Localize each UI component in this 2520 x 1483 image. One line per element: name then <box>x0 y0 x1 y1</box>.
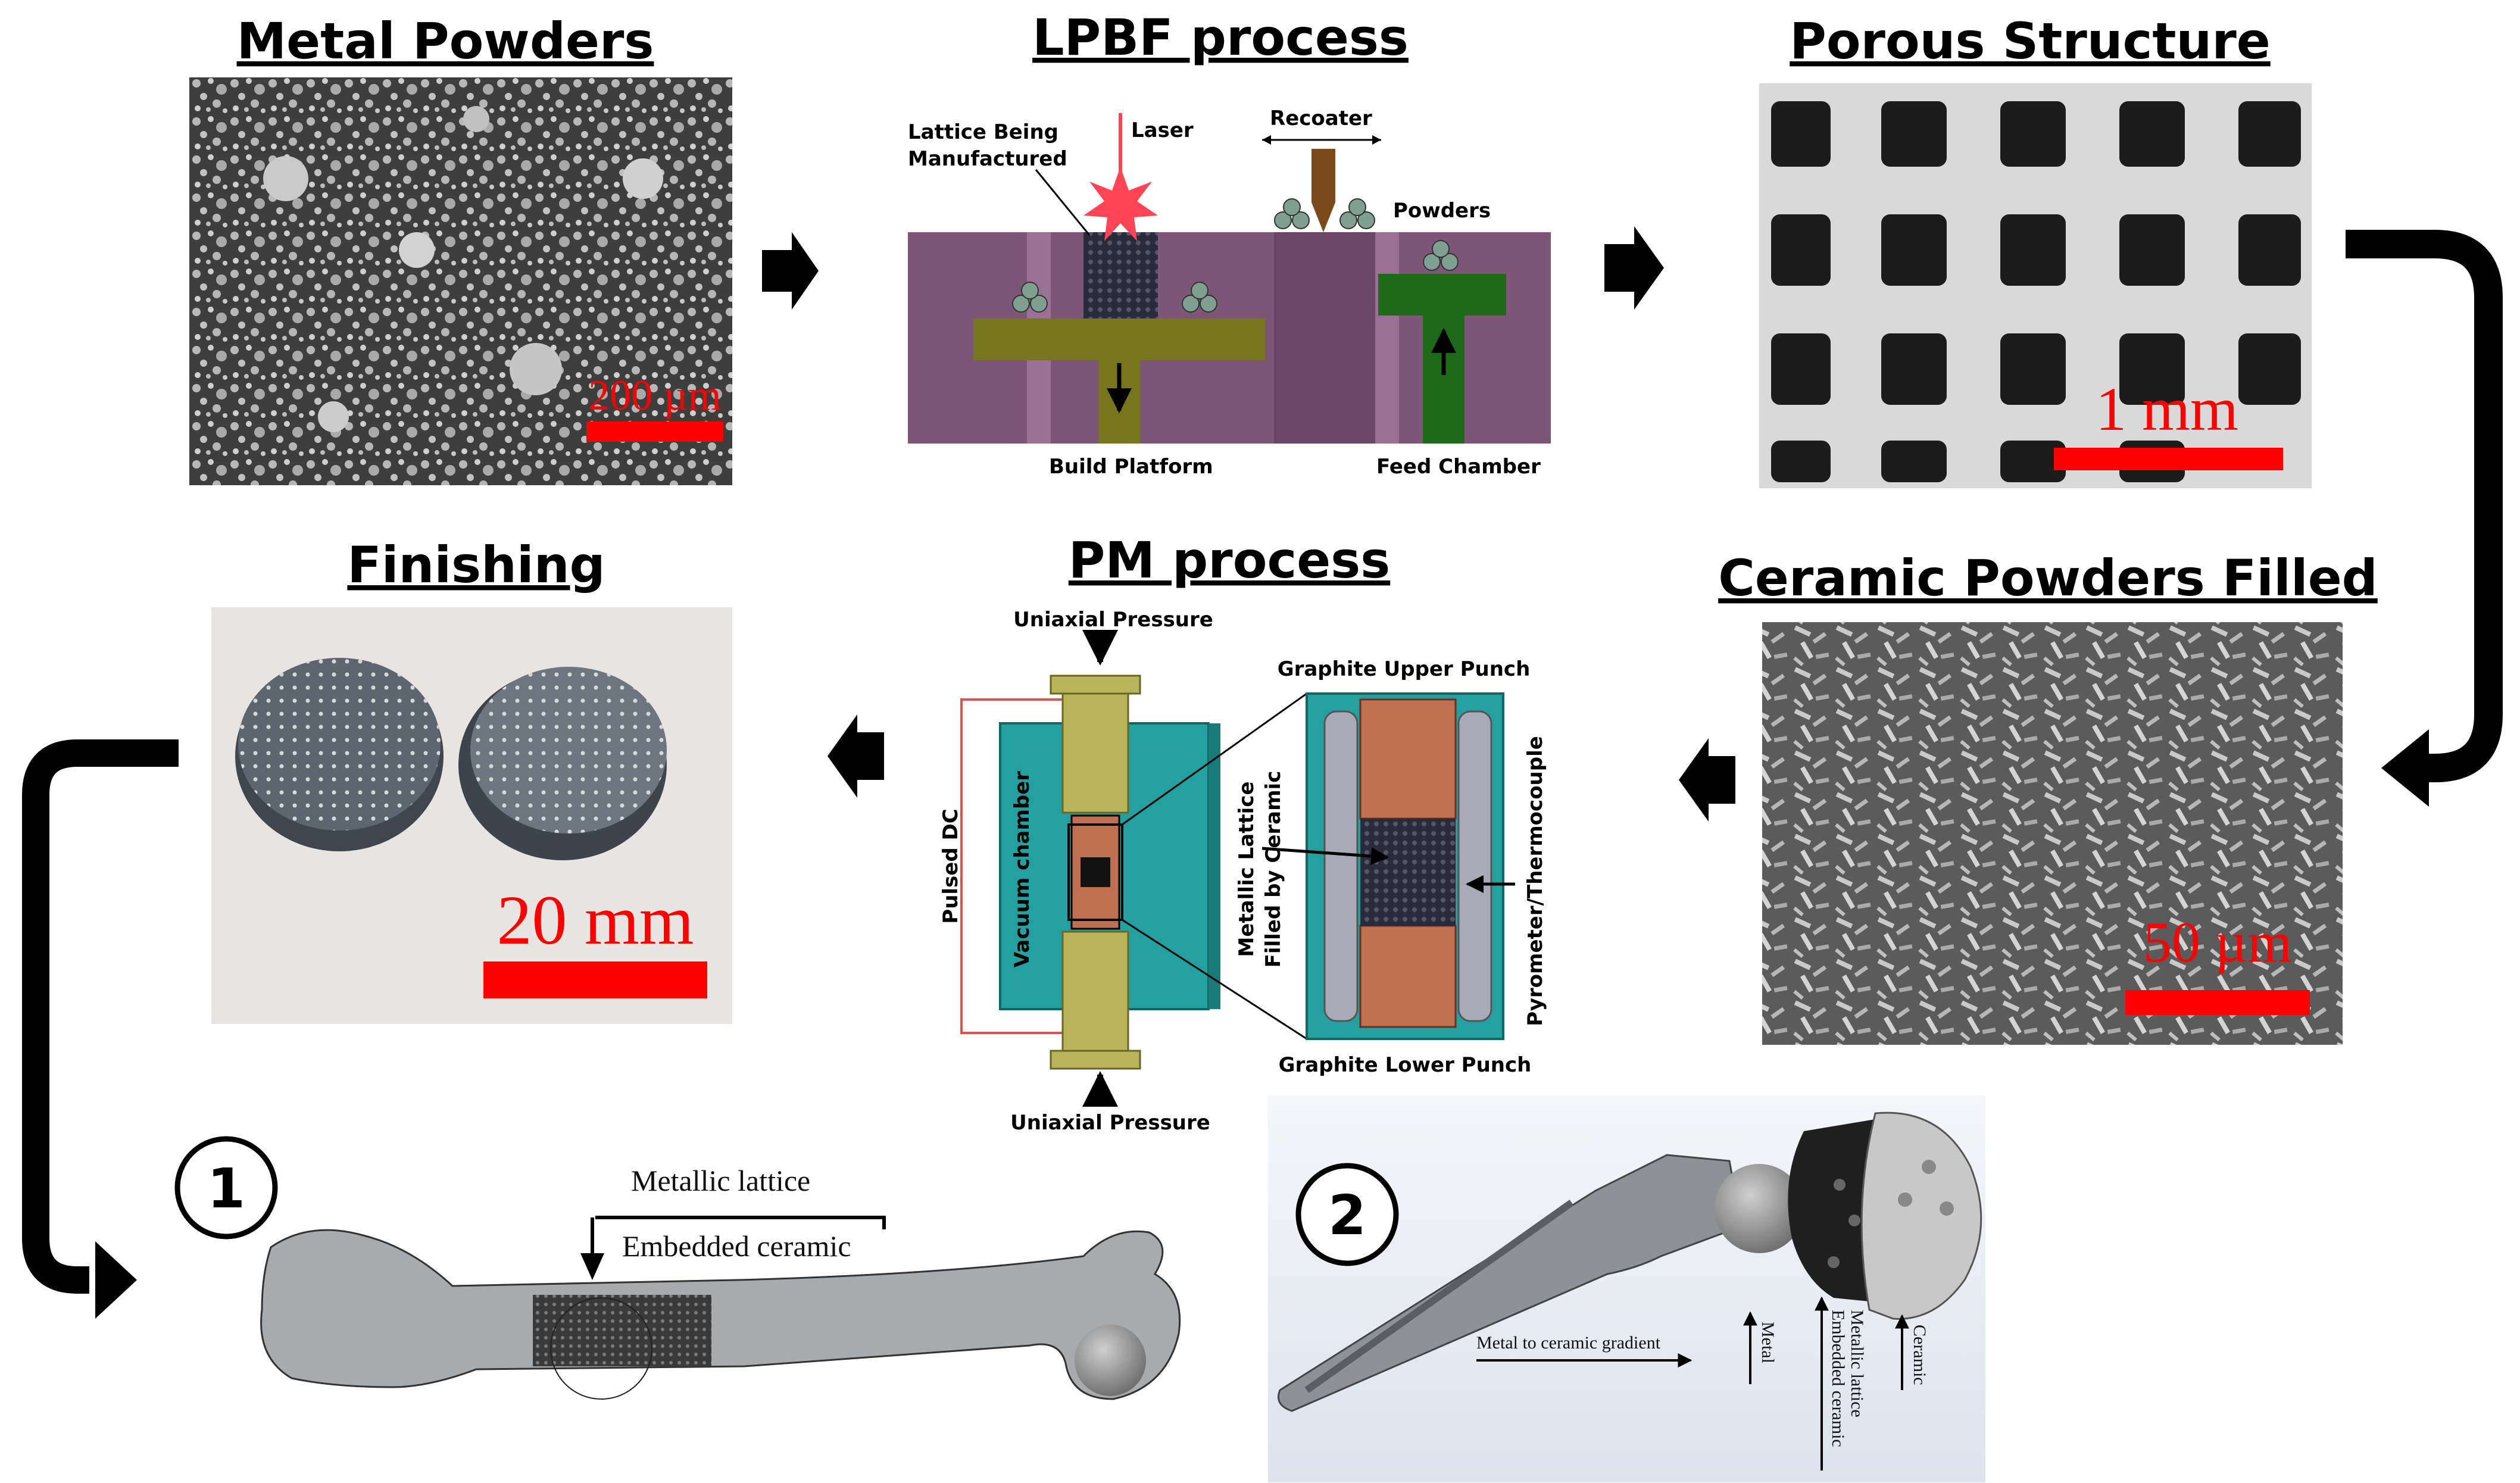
finishing-title: Finishing <box>347 536 605 594</box>
lpbf-label-recoater: Recoater <box>1270 107 1372 130</box>
femur-label-metallic-lattice: Metallic lattice <box>631 1164 810 1197</box>
step-number-1: 1 <box>207 1157 245 1220</box>
lpbf-label-build-platform: Build Platform <box>1049 455 1213 479</box>
finishing-photo: 20 mm <box>211 607 732 1024</box>
step-number-2-badge <box>1295 1163 1399 1266</box>
finishing-scale-label: 20 mm <box>496 881 694 959</box>
pm-label-pyrometer: Pyrometer/Thermocouple <box>1523 736 1547 1026</box>
step-number-2: 2 <box>1328 1184 1366 1247</box>
step-number-1-badge <box>174 1136 278 1240</box>
porous-structure-title: Porous Structure <box>1790 12 2270 70</box>
pm-label-graphite-lower: Graphite Lower Punch <box>1279 1053 1532 1077</box>
ceramic-powders-title: Ceramic Powders Filled <box>1718 549 2378 607</box>
femur-label-embedded-ceramic: Embedded ceramic <box>622 1229 851 1263</box>
lpbf-label-lattice-line1: Lattice Being <box>908 120 1058 144</box>
arrow-right-icon <box>1604 226 1664 310</box>
hip-label-ceramic: Ceramic <box>1910 1325 1929 1385</box>
arrow-left-icon <box>1679 738 1735 822</box>
hip-label-lattice-line2: Embedded ceramic <box>1828 1310 1848 1447</box>
lpbf-label-laser: Laser <box>1131 118 1194 142</box>
arrow-right-icon <box>762 232 819 310</box>
pm-label-lattice-line2: Filled by Ceramic <box>1261 771 1285 968</box>
pm-label-lattice-line1: Metallic Lattice <box>1235 781 1259 957</box>
ceramic-scale-label: 50 µm <box>2143 910 2292 974</box>
lpbf-label-lattice-line2: Manufactured <box>908 147 1067 171</box>
application-2-hip-implant: 2 Metal to ceramic gradient Metal Embedd… <box>1268 1095 1985 1482</box>
ceramic-scale-bar <box>2125 990 2310 1015</box>
pm-label-vacuum-chamber: Vacuum chamber <box>1010 771 1034 967</box>
pm-diagram: Uniaxial Pressure Uniaxial Pressure Grap… <box>939 608 1547 1135</box>
ceramic-powders-image: 50 µm <box>1762 622 2343 1045</box>
pm-label-pulsed-dc: Pulsed DC <box>939 808 963 923</box>
metal-powders-title: Metal Powders <box>237 12 654 70</box>
porous-scale-label: 1 mm <box>2096 375 2238 444</box>
metal-scale-label: 200 µm <box>588 371 722 419</box>
curved-arrow-down-icon <box>22 739 179 1319</box>
lpbf-diagram: Lattice Being Manufactured Laser Recoate… <box>908 107 1551 479</box>
arrow-left-icon <box>827 714 884 798</box>
pm-label-graphite-upper: Graphite Upper Punch <box>1278 657 1531 681</box>
hip-label-gradient: Metal to ceramic gradient <box>1476 1333 1661 1353</box>
curved-arrow-down-icon <box>2346 230 2503 807</box>
pm-label-uniaxial-top: Uniaxial Pressure <box>1013 608 1213 632</box>
lpbf-label-powders: Powders <box>1393 199 1491 223</box>
application-1-femur: 1 Metallic lattice Embedded ceramic <box>174 1136 1181 1400</box>
hip-label-lattice-line1: Metallic lattice <box>1847 1310 1867 1418</box>
porous-scale-bar <box>2054 448 2283 470</box>
hip-label-metal: Metal <box>1758 1322 1778 1363</box>
metal-powders-image: 200 µm <box>189 77 732 485</box>
pm-title: PM process <box>1069 531 1390 589</box>
lpbf-title: LPBF process <box>1032 8 1409 67</box>
metal-scale-bar <box>586 422 723 442</box>
finishing-scale-bar <box>483 961 707 998</box>
lpbf-label-feed-chamber: Feed Chamber <box>1376 455 1541 479</box>
porous-structure-image: 1 mm <box>1759 83 2312 488</box>
pm-label-uniaxial-bottom: Uniaxial Pressure <box>1010 1111 1210 1135</box>
